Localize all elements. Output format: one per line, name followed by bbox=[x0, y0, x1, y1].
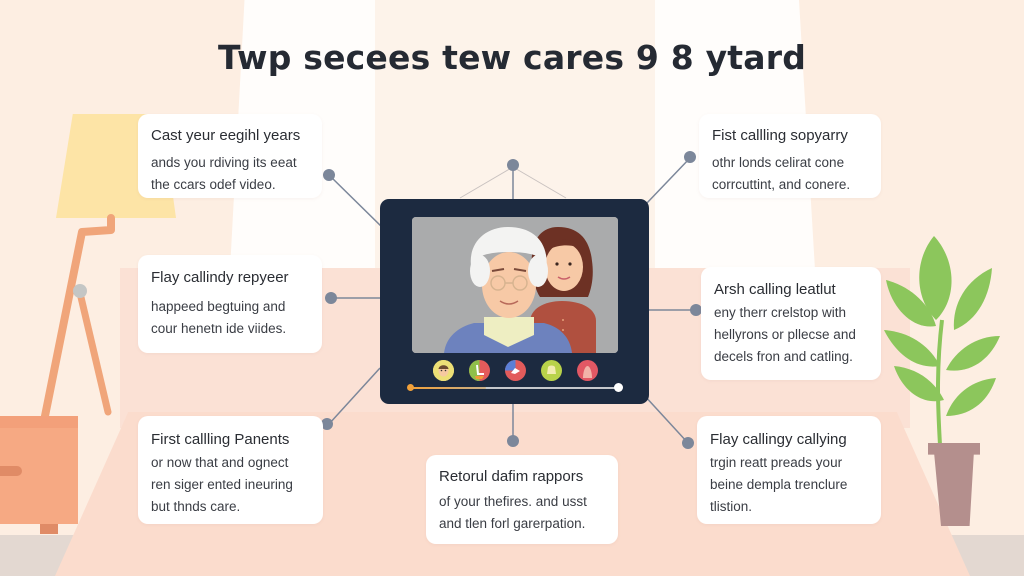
card-text: happeed begtuing and bbox=[151, 299, 286, 314]
card-text: cour henetn ide viides. bbox=[151, 321, 287, 336]
card-text: corrcuttint, and conere. bbox=[712, 177, 851, 192]
card-text: of your thefires. and usst bbox=[439, 494, 587, 509]
card-text: hellyrons or pllecse and bbox=[714, 327, 856, 342]
card-title: First callling Panents bbox=[151, 431, 290, 448]
card-text: ren siger ented ineuring bbox=[151, 477, 293, 492]
info-card-bottom-left: First callling Panents or now that and o… bbox=[138, 416, 323, 524]
card-text: beine dempla trenclure bbox=[710, 477, 848, 492]
progress-track bbox=[410, 387, 620, 389]
page-title: Twp secees tew cares 9 8 ytard bbox=[217, 38, 807, 77]
video-call-screen[interactable] bbox=[412, 217, 618, 353]
info-card-bottom-center: Retorul dafim rappors of your thefires. … bbox=[426, 455, 618, 544]
card-title: Cast yeur eegihl years bbox=[151, 127, 301, 144]
card-text: othr londs celirat cone bbox=[712, 155, 845, 170]
participant-avatar-icon[interactable] bbox=[433, 360, 454, 381]
photo-icon[interactable] bbox=[541, 360, 562, 381]
info-card-middle-right: Arsh calling leatlut eny therr crelstop … bbox=[701, 267, 881, 380]
card-title: Fist callling sopyarry bbox=[712, 127, 848, 144]
progress-fill bbox=[410, 387, 486, 389]
share-icon[interactable] bbox=[505, 360, 526, 381]
cabinet-foot bbox=[40, 524, 58, 534]
card-title: Flay callingy callying bbox=[710, 431, 847, 448]
plant-icon bbox=[884, 236, 1000, 446]
card-text: or now that and ognect bbox=[151, 455, 289, 470]
card-title: Arsh calling leatlut bbox=[714, 281, 836, 298]
card-text: tlistion. bbox=[710, 499, 753, 514]
card-text: eny therr crelstop with bbox=[714, 305, 847, 320]
info-card-top-right: Fist callling sopyarry othr londs celira… bbox=[699, 114, 881, 198]
floor-lamp-icon bbox=[41, 214, 115, 420]
card-text: and tlen forl garerpation. bbox=[439, 516, 586, 531]
card-title: Retorul dafim rappors bbox=[439, 468, 584, 485]
card-text: ands you rdiving its eeat bbox=[151, 155, 297, 170]
tablet-video-call bbox=[380, 199, 649, 404]
card-text: the ccars odef video. bbox=[151, 177, 276, 192]
card-text: but thnds care. bbox=[151, 499, 241, 514]
video-call-participants-image bbox=[412, 217, 618, 353]
progress-handle[interactable] bbox=[614, 383, 623, 392]
user-icon[interactable] bbox=[577, 360, 598, 381]
info-card-middle-left: Flay callindy repyeer happeed begtuing a… bbox=[138, 255, 322, 353]
card-title: Flay callindy repyeer bbox=[151, 269, 289, 286]
elderly-woman-figure bbox=[444, 227, 572, 353]
chat-icon[interactable] bbox=[469, 360, 490, 381]
call-controls bbox=[433, 360, 598, 381]
card-text: trgin reatt preads your bbox=[710, 455, 843, 470]
info-card-top-left: Cast yeur eegihl years ands you rdiving … bbox=[138, 114, 322, 198]
info-card-bottom-right: Flay callingy callying trgin reatt pread… bbox=[697, 416, 881, 524]
call-progress-slider[interactable] bbox=[407, 383, 623, 392]
cabinet-handle bbox=[0, 466, 22, 476]
card-text: decels fron and catling. bbox=[714, 349, 853, 364]
progress-start-dot bbox=[407, 384, 414, 391]
